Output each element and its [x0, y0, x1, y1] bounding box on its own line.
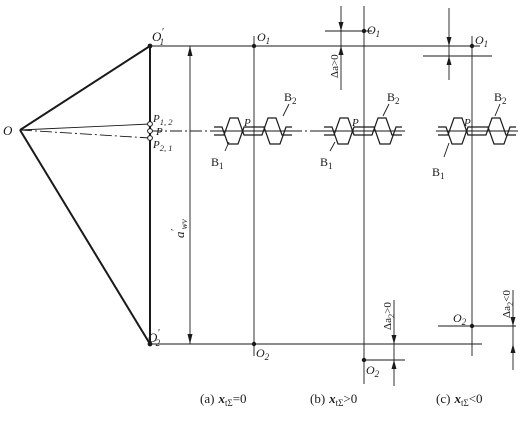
label-o2-prime: O′2: [148, 328, 161, 348]
panel-c-delta-bottom-label: Δa2<0: [501, 290, 515, 318]
panel-a-b1-leader: [224, 141, 230, 152]
label-o: O: [3, 123, 13, 138]
panel-a-o1-point: [251, 43, 257, 49]
ray-to-p21: [19, 129, 151, 139]
panel-a-b2-label: B2: [284, 90, 297, 106]
panel-b-o1-point: [361, 28, 367, 34]
panel-c-o2-point: [469, 323, 475, 329]
caption-b: (b)xtΣ>0: [310, 391, 357, 408]
label-p21: P2, 1: [152, 139, 172, 153]
panel-c-rack-b2: [438, 126, 516, 145]
panel-b-o2-point: [361, 357, 367, 363]
panel-a-o2-point: [251, 341, 257, 347]
label-p12: P1, 2: [152, 113, 173, 127]
panel-c-o2-label: O2: [453, 311, 467, 327]
panel-c-o1-label: O1: [475, 33, 488, 49]
panel-c-delta-bottom-arrow-2: [510, 344, 516, 353]
panel-b-delta-bottom-arrow-1: [391, 335, 397, 344]
panel-c-b2-label: B2: [494, 90, 507, 106]
lower-ray: [19, 129, 151, 345]
panel-c-b1-label: B1: [432, 165, 445, 181]
panel-a: O1 O2 P B1 B2: [211, 30, 297, 362]
point-p: [147, 128, 153, 134]
panel-c-delta-top-arrow-2: [446, 56, 452, 65]
panel-c-b2-leader: [494, 103, 501, 117]
dimension-arrow-top: [187, 46, 193, 56]
point-p12: [147, 121, 153, 127]
construction-triangle: [19, 43, 482, 347]
point-o1-prime: [147, 43, 153, 49]
label-p: P: [155, 126, 163, 138]
label-center-distance: a′wv: [170, 219, 189, 238]
panel-c-b1-leader: [443, 142, 450, 158]
panel-b-p-label: P: [351, 117, 359, 129]
panel-c-o1-point: [469, 43, 475, 49]
panel-a-p-label: P: [243, 117, 251, 129]
panel-b-rack-b2: [324, 126, 402, 145]
panel-c-p-label: P: [463, 117, 471, 129]
panel-b-b1-leader: [329, 141, 336, 152]
panel-b-delta-top-arrow-2: [338, 46, 344, 55]
panel-a-o2-label: O2: [256, 346, 270, 362]
panel-b-delta-bottom-label: Δa2>0: [382, 302, 396, 330]
ray-to-p12: [19, 123, 151, 131]
panel-b: O1 O2 P B1 B2 Δa>0 Δa2>0: [320, 6, 405, 386]
panel-b-o2-label: O2: [366, 363, 380, 379]
panel-b-delta-top-label: Δa>0: [329, 54, 341, 78]
panel-b-delta-bottom-arrow-2: [391, 360, 397, 369]
panel-c-rack-b1: [438, 117, 516, 136]
captions: (a)xtΣ=0 (b)xtΣ>0 (c)xtΣ<0: [200, 391, 483, 408]
panel-a-rack-b2: [214, 126, 292, 145]
dimension-arrow-bottom: [187, 334, 193, 344]
panel-b-b2-leader: [382, 103, 390, 117]
panel-a-b1-label: B1: [211, 155, 224, 171]
point-p21: [147, 135, 153, 141]
panel-a-o1-label: O1: [257, 30, 270, 46]
panel-b-b2-label: B2: [387, 90, 400, 106]
panel-b-o1-label: O1: [367, 23, 380, 39]
panel-c-delta-top-arrow-1: [446, 37, 452, 46]
construction-labels: O O′1 O′2 P1, 2 P P2, 1: [3, 27, 173, 348]
center-distance-dimension: a′wv: [170, 46, 193, 344]
panel-b-delta-top-arrow-1: [338, 22, 344, 31]
upper-ray: [19, 45, 151, 131]
caption-a: (a)xtΣ=0: [200, 391, 247, 408]
point-o2-prime: [147, 341, 153, 347]
panel-c-delta-bottom-arrow-1: [510, 317, 516, 326]
panel-c: O1 O2 P B1 B2 Δa2<0: [423, 8, 518, 370]
panel-a-rack-b1: [214, 117, 292, 136]
caption-c: (c)xtΣ<0: [436, 391, 483, 408]
panel-a-b2-leader: [282, 103, 290, 117]
panel-b-rack-b1: [324, 117, 402, 136]
panel-b-b1-label: B1: [320, 155, 333, 171]
label-o1-prime: O′1: [152, 27, 164, 47]
